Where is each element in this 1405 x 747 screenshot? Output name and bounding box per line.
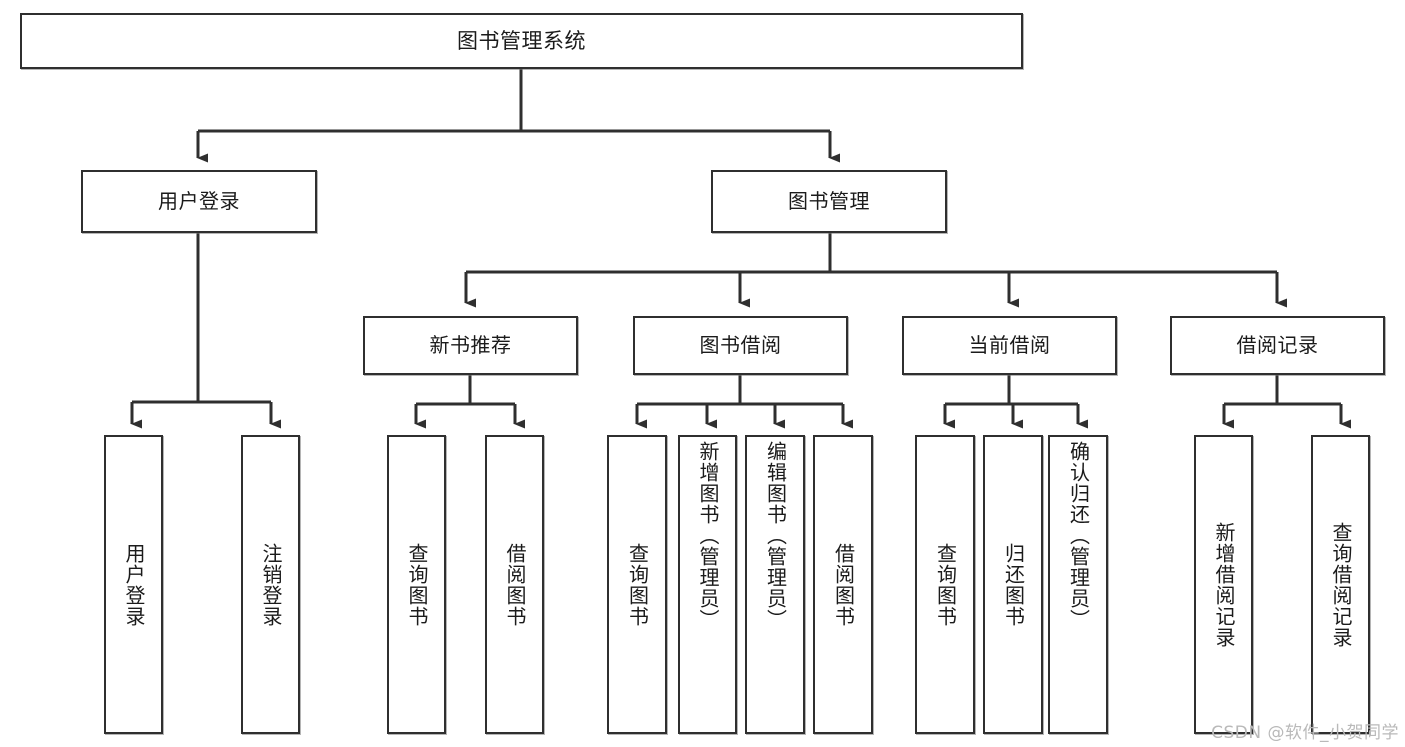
- node-label: 图书借阅: [699, 333, 782, 357]
- leaf-borrow-edit-book-admin[interactable]: 编辑图书（管理员）: [745, 435, 805, 734]
- leaf-user-login-login[interactable]: 用户登录: [104, 435, 163, 734]
- node-label: 图书管理: [788, 189, 870, 213]
- node-label: 图书管理系统: [457, 28, 586, 53]
- leaf-borrow-query-book[interactable]: 查询图书: [607, 435, 667, 734]
- node-label: 新书推荐: [429, 333, 512, 357]
- leaf-recommend-query-book[interactable]: 查询图书: [387, 435, 446, 734]
- leaf-records-query-record[interactable]: 查询借阅记录: [1311, 435, 1370, 734]
- leaf-recommend-borrow-book[interactable]: 借阅图书: [485, 435, 544, 734]
- node-new-book-recommend[interactable]: 新书推荐: [363, 316, 578, 375]
- leaf-user-login-logout[interactable]: 注销登录: [241, 435, 300, 734]
- leaf-current-query-book[interactable]: 查询图书: [915, 435, 975, 734]
- node-root-system[interactable]: 图书管理系统: [20, 13, 1023, 69]
- node-label: 编辑图书（管理员）: [763, 441, 788, 630]
- node-label: 借阅图书: [831, 542, 856, 627]
- node-label: 归还图书: [1001, 542, 1026, 627]
- node-label: 用户登录: [122, 542, 146, 627]
- node-label: 新增借阅记录: [1212, 521, 1236, 648]
- node-label: 确认归还（管理员）: [1066, 441, 1091, 630]
- node-book-borrow[interactable]: 图书借阅: [633, 316, 848, 375]
- node-book-management[interactable]: 图书管理: [711, 170, 947, 233]
- node-label: 当前借阅: [968, 333, 1051, 357]
- node-label: 查询图书: [405, 542, 429, 627]
- leaf-borrow-borrow-book[interactable]: 借阅图书: [813, 435, 873, 734]
- node-label: 借阅图书: [503, 542, 527, 627]
- watermark-text: CSDN @软件_小贺同学: [1211, 723, 1399, 743]
- leaf-records-add-record[interactable]: 新增借阅记录: [1194, 435, 1253, 734]
- node-label: 借阅记录: [1236, 333, 1319, 357]
- node-label: 查询图书: [625, 542, 650, 627]
- leaf-current-confirm-return-admin[interactable]: 确认归还（管理员）: [1048, 435, 1108, 734]
- leaf-borrow-add-book-admin[interactable]: 新增图书（管理员）: [678, 435, 737, 734]
- leaf-current-return-book[interactable]: 归还图书: [983, 435, 1043, 734]
- node-label: 查询借阅记录: [1329, 521, 1353, 648]
- node-label: 新增图书（管理员）: [696, 441, 720, 630]
- node-label: 查询图书: [933, 542, 958, 627]
- node-borrow-records[interactable]: 借阅记录: [1170, 316, 1385, 375]
- node-label: 用户登录: [158, 189, 240, 213]
- node-current-borrow[interactable]: 当前借阅: [902, 316, 1117, 375]
- node-user-login[interactable]: 用户登录: [81, 170, 317, 233]
- node-label: 注销登录: [259, 542, 283, 627]
